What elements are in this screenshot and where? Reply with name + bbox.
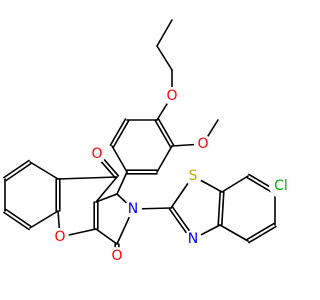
bond-lines	[3, 19, 282, 257]
bond-A2-A3	[156, 145, 173, 173]
bond-C1-C9a	[95, 193, 118, 203]
atom-label-n-lactam: N	[128, 201, 138, 217]
bond-Z1-Z2	[217, 191, 222, 226]
atom-oxygen-pyran: O	[51, 228, 69, 246]
atom-label-o-ketone: O	[91, 146, 102, 162]
atom-label-o-pyran: O	[54, 229, 65, 245]
bond-B3-B4	[5, 208, 32, 228]
bond-B5-B6	[5, 162, 32, 182]
bond-A4-A5	[111, 145, 128, 173]
atom-nitrogen-thiazole: N	[184, 230, 202, 248]
atom-oxygen-ether: O	[163, 87, 181, 105]
bond-Z3-Z4	[248, 225, 277, 244]
bond-A1-A2	[154, 120, 172, 148]
atom-label-cl: Cl	[274, 178, 288, 194]
atom-oxygen-lactam: O	[108, 247, 126, 265]
bond-B6-B1	[29, 161, 59, 180]
bond-C3a-C3	[95, 228, 118, 245]
bond-Z1-Z2	[220, 191, 225, 226]
bond-Z3-Z4	[246, 222, 275, 241]
atom-sulfur-thiazole: S	[184, 167, 202, 185]
bond-B5-B6	[3, 159, 30, 179]
bond-ethA-ethB	[156, 19, 173, 47]
bond-C9a-C8a	[95, 176, 118, 203]
atom-label-o-ether: O	[166, 88, 177, 104]
bond-B2-B3	[29, 210, 59, 229]
bond-B3-B4	[3, 211, 30, 231]
bond-A5-A6	[109, 118, 127, 146]
bond-A5-A6	[112, 120, 130, 148]
bond-Z2-Z3	[219, 224, 249, 242]
bond-ethB-ethC	[156, 45, 173, 71]
atom-oxygen-methoxy: O	[194, 135, 212, 153]
atom-chlorine: Cl	[269, 174, 293, 198]
atom-label-o-methoxy: O	[197, 136, 208, 152]
atom-labels: O O O O O N N S	[51, 87, 293, 265]
bond-Z6-Z1	[221, 175, 249, 193]
atom-oxygen-ketone: O	[88, 145, 106, 163]
atom-label-s-thiazole: S	[189, 168, 198, 184]
bond-Z5-Z6	[246, 176, 275, 195]
chemical-structure-diagram: O O O O O N N S	[3, 19, 293, 265]
bond-C8a-B1	[57, 176, 118, 180]
bond-A4-C1	[116, 171, 128, 195]
atom-nitrogen-lactam: N	[124, 200, 142, 218]
bond-A1-A2	[157, 118, 175, 146]
atom-label-o-lactam: O	[111, 248, 122, 264]
atom-label-n-thiazole: N	[188, 231, 198, 247]
